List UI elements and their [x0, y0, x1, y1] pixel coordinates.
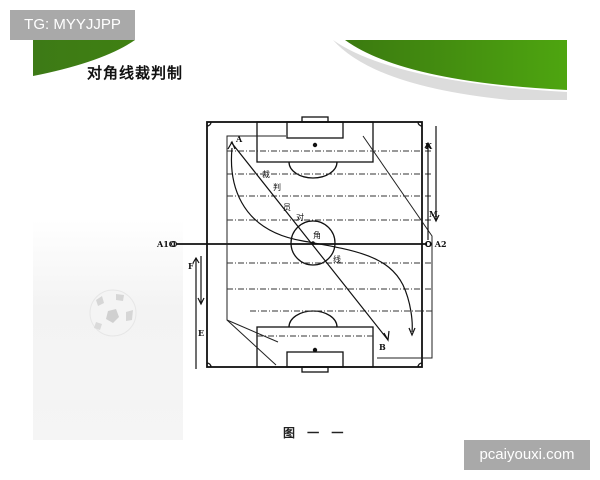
diagonal-char-4: 对	[296, 212, 304, 222]
slide: 对角线裁判制	[33, 40, 567, 440]
label-k: K	[425, 141, 433, 151]
diagonal-char-5: 角	[313, 230, 321, 240]
diagonal-char-2: 判	[273, 182, 281, 192]
watermark-bottom-right: pcaiyouxi.com	[464, 440, 590, 470]
figure-caption: 图 一 一	[283, 426, 348, 440]
label-e: E	[198, 328, 204, 338]
slide-title: 对角线裁判制	[87, 64, 184, 82]
watermark-top-left: TG: MYYJJPP	[10, 10, 135, 40]
diagonal-char-3: 员	[283, 203, 291, 212]
diagonal-char-1: 裁	[262, 169, 270, 179]
label-b: B	[379, 342, 386, 352]
green-banner-left	[33, 40, 567, 100]
label-a2: O A2	[425, 239, 447, 249]
label-f: F	[188, 261, 194, 271]
label-m: M	[429, 209, 438, 219]
diagonal-char-6: 线	[333, 254, 341, 264]
label-a: A	[235, 134, 243, 144]
diagonal-referee-diagram: A B A1O O A2 K M F E 裁 判 员 对 角 线	[156, 116, 447, 373]
soccer-ball-icon	[89, 289, 137, 337]
label-a1: A1O	[156, 239, 176, 249]
